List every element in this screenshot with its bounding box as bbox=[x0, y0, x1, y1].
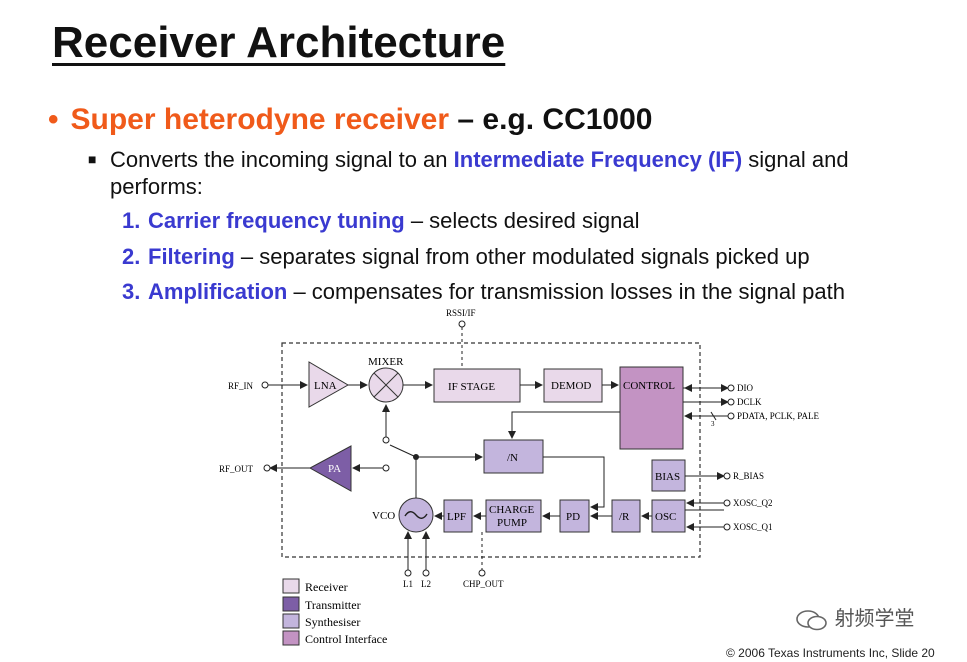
charge-pump-label-1: CHARGE bbox=[489, 504, 535, 516]
rf-out-pin-label: RF_OUT bbox=[219, 464, 254, 474]
item-head: Filtering bbox=[148, 244, 235, 269]
watermark-text: 射频学堂 bbox=[834, 608, 915, 630]
legend-swatch-transmitter bbox=[282, 596, 300, 612]
xosc-q1-pin-label: XOSC_Q1 bbox=[733, 522, 773, 532]
bullet-highlight: Super heterodyne receiver bbox=[70, 103, 450, 136]
pa-label: PA bbox=[328, 463, 341, 475]
bias-block bbox=[651, 459, 686, 492]
sub-bullet-text: Converts the incoming signal to an Inter… bbox=[110, 146, 918, 200]
legend-receiver: Receiver bbox=[305, 580, 348, 594]
mixer-cross-b bbox=[373, 372, 399, 398]
xosc-q2-pin-label: XOSC_Q2 bbox=[733, 498, 773, 508]
legend-swatch-synthesiser bbox=[282, 613, 300, 629]
legend-transmitter: Transmitter bbox=[305, 598, 361, 612]
osc-label: OSC bbox=[655, 511, 676, 523]
item-number: 3. bbox=[122, 279, 141, 304]
list-item: 1. Carrier frequency tuning – selects des… bbox=[122, 207, 902, 235]
pd-label: PD bbox=[566, 511, 580, 523]
vco-label: VCO bbox=[372, 510, 395, 522]
chip-outline bbox=[281, 342, 701, 558]
watermark: 射频学堂 bbox=[795, 602, 915, 631]
item-head: Amplification bbox=[148, 279, 288, 304]
sub-bullet-prefix: Converts the incoming signal to an bbox=[110, 147, 454, 172]
div-n-block bbox=[483, 439, 544, 474]
bias-label: BIAS bbox=[655, 471, 680, 483]
charge-pump-block bbox=[485, 499, 542, 533]
control-block bbox=[619, 366, 684, 450]
div-n-label: /N bbox=[507, 452, 518, 464]
list-item: 3. Amplification – compensates for transm… bbox=[122, 278, 882, 306]
chp-out-pin-label: CHP_OUT bbox=[463, 579, 504, 589]
div-r-label: /R bbox=[619, 511, 630, 523]
legend-swatch-control bbox=[282, 630, 300, 646]
r-bias-pin-label: R_BIAS bbox=[733, 471, 764, 481]
bus-width-label: 3 bbox=[711, 420, 715, 428]
item-rest: – selects desired signal bbox=[404, 208, 640, 233]
pdata-pin-label: PDATA, PCLK, PALE bbox=[737, 411, 819, 421]
item-number: 1. bbox=[122, 208, 141, 233]
demod-block bbox=[543, 368, 603, 403]
bullet-dot: • bbox=[48, 103, 59, 136]
control-label: CONTROL bbox=[623, 380, 675, 392]
wechat-icon bbox=[796, 609, 827, 631]
item-number: 2. bbox=[122, 244, 141, 269]
dclk-pin-label: DCLK bbox=[737, 397, 762, 407]
rf-in-pin-label: RF_IN bbox=[228, 381, 254, 391]
bullet-rest: – e.g. CC1000 bbox=[449, 103, 653, 136]
slide-footer: © 2006 Texas Instruments Inc, Slide 20 bbox=[726, 646, 935, 660]
sub-bullet-suffix: signal and performs: bbox=[110, 147, 849, 199]
legend-swatch-receiver bbox=[282, 578, 300, 594]
rssi-pin-label: RSSI/IF bbox=[446, 308, 476, 318]
l2-pin-label: L2 bbox=[421, 579, 431, 589]
legend-synthesiser: Synthesiser bbox=[305, 615, 360, 629]
sub-bullet: ■ Converts the incoming signal to an Int… bbox=[88, 146, 918, 200]
dio-pin-label: DIO bbox=[737, 383, 753, 393]
sub-bullet-highlight: Intermediate Frequency (IF) bbox=[453, 147, 743, 172]
osc-block bbox=[651, 499, 686, 533]
pa-block bbox=[308, 445, 352, 492]
if-stage-label: IF STAGE bbox=[448, 381, 495, 393]
sine-wave-icon bbox=[404, 511, 428, 519]
legend-control: Control Interface bbox=[305, 632, 387, 646]
l1-pin-label: L1 bbox=[403, 579, 413, 589]
item-rest: – compensates for transmission losses in… bbox=[287, 279, 845, 304]
lpf-block bbox=[443, 499, 473, 533]
demod-label: DEMOD bbox=[551, 380, 591, 392]
item-rest: – separates signal from other modulated … bbox=[234, 244, 810, 269]
mixer-label: MIXER bbox=[368, 356, 404, 368]
square-bullet-icon: ■ bbox=[88, 151, 97, 167]
lna-block bbox=[308, 361, 350, 408]
main-bullet: • Super heterodyne receiver – e.g. CC1000 bbox=[48, 103, 652, 137]
charge-pump-label-2: PUMP bbox=[497, 517, 527, 529]
lpf-label: LPF bbox=[447, 511, 466, 523]
list-item: 2. Filtering – separates signal from othe… bbox=[122, 243, 902, 271]
lna-label: LNA bbox=[314, 380, 337, 392]
div-r-block bbox=[611, 499, 641, 533]
item-head: Carrier frequency tuning bbox=[148, 208, 405, 233]
slide-title: Receiver Architecture bbox=[52, 18, 506, 67]
